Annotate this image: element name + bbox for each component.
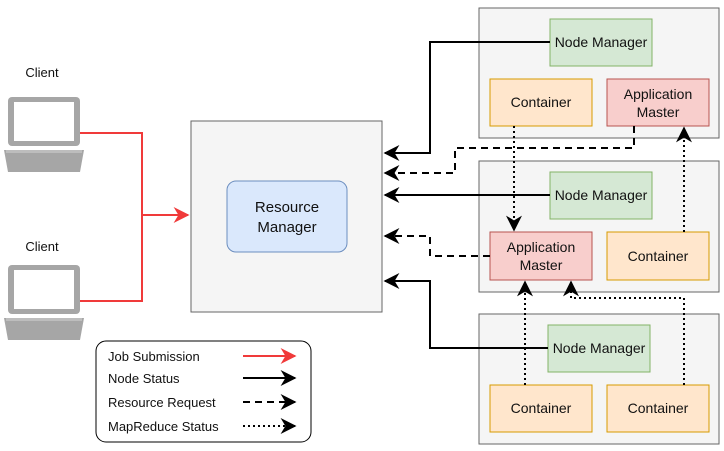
node-status-arrow-1 (383, 41, 550, 161)
legend-label-job-submission: Job Submission (108, 349, 200, 364)
job-submission-arrow-1 (80, 132, 143, 215)
resource-request-arrow-1 (383, 126, 635, 181)
container-box-2 (606, 231, 710, 281)
container-box-3 (489, 384, 593, 433)
application-master-label-2a: Application (507, 239, 576, 255)
application-master-label-1b: Master (637, 104, 680, 120)
node-manager-box-1 (549, 18, 653, 67)
container-label-2: Container (628, 248, 689, 264)
node-manager-label-1: Node Manager (555, 34, 648, 50)
laptop-icon (4, 265, 84, 340)
resource-request-arrow-2 (383, 228, 490, 257)
resource-manager-label-1: Resource (255, 199, 319, 216)
node-manager-box-3 (547, 324, 651, 373)
container-label-3: Container (511, 400, 572, 416)
legend-label-mapreduce-status: MapReduce Status (108, 419, 219, 434)
resource-manager-box (226, 180, 348, 253)
legend-label-resource-request: Resource Request (108, 395, 216, 410)
client-label-1: Client (25, 65, 59, 80)
node-manager-label-3: Node Manager (553, 340, 646, 356)
container-label-4: Container (628, 400, 689, 416)
application-master-label-2b: Master (520, 257, 563, 273)
resource-manager-label-2: Manager (257, 219, 316, 236)
legend-label-node-status: Node Status (108, 371, 180, 386)
node-manager-label-2: Node Manager (555, 187, 648, 203)
container-box-4 (606, 384, 710, 433)
application-master-label-1a: Application (624, 86, 693, 102)
container-label-1: Container (511, 94, 572, 110)
legend-box (95, 340, 312, 443)
node-status-arrow-3 (383, 273, 548, 349)
laptop-icon (4, 97, 84, 172)
application-master-box-1 (606, 78, 710, 127)
job-submission-arrow-2 (80, 207, 190, 302)
container-box-1 (489, 78, 593, 127)
client-label-2: Client (25, 239, 59, 254)
